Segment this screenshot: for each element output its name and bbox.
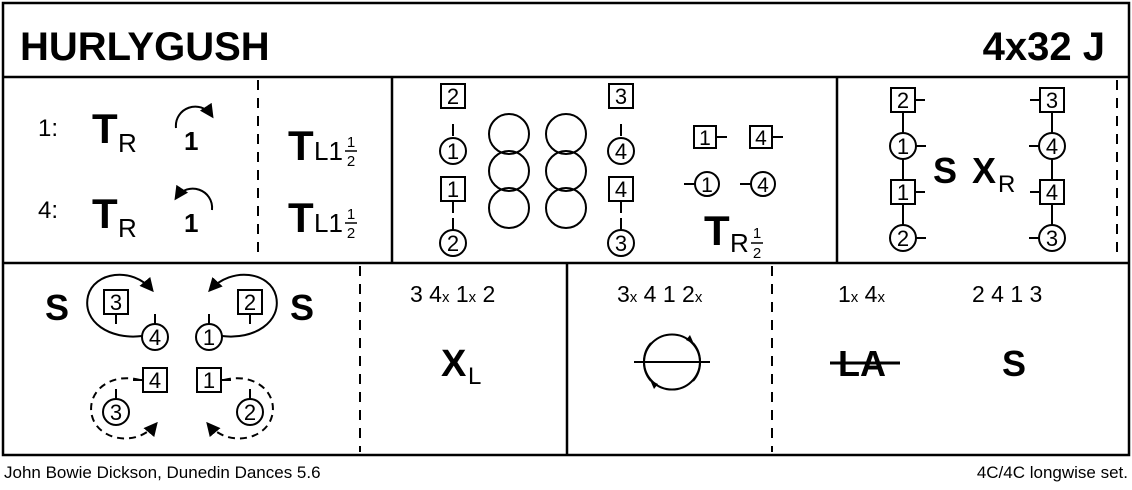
dancer-circle-label: 2 [447, 231, 459, 256]
cast-arrow-anticlockwise [174, 184, 214, 211]
dancer-square [1039, 87, 1065, 113]
cross-label-sub: R [998, 171, 1015, 198]
turn-right-half-sub: R [730, 228, 749, 258]
turn-left-1: T [288, 122, 314, 169]
dancer-square [608, 83, 634, 109]
dancer-circle-label: 3 [1046, 226, 1058, 251]
couple-label-1: 1: [38, 115, 58, 142]
reel-loop [488, 150, 530, 192]
dancer-circle-label: 1 [701, 174, 713, 197]
dancer-circle-label: 2 [244, 400, 256, 425]
panel-circle: 3x 4 1 2x [617, 281, 710, 391]
circle-arrow-head [686, 335, 694, 344]
reel-loop [545, 187, 587, 229]
dancer-square-label: 2 [244, 290, 256, 315]
turn-right-1-sub: R [118, 128, 137, 158]
turn-right-half: T [704, 207, 730, 254]
dancer-circle-label: 3 [615, 231, 627, 256]
turn-left-1-sub: L1 [314, 136, 343, 166]
dancer-square-label: 4 [149, 368, 161, 393]
dancer-square [142, 367, 168, 393]
setting-label: S [933, 150, 957, 191]
panel-cross-left: 3 4x 1x 2 X L [410, 281, 495, 390]
panel-bars-1-8: 1: 4: T R T R 1 1 T L1 1 2 T L1 1 2 [38, 80, 357, 260]
dancer-circle [607, 137, 635, 165]
dancer-circle-label: 3 [110, 400, 122, 425]
dancer-square-label: 3 [615, 84, 627, 109]
dancer-circle-label: 2 [897, 226, 909, 251]
cast-number-4: 1 [184, 208, 198, 238]
dance-form: 4x32 J [983, 25, 1105, 69]
cross-left-label: X [441, 343, 467, 385]
dance-title: HURLYGUSH [20, 25, 270, 69]
cast-number-1: 1 [184, 126, 198, 156]
order-text-b: 2 4 1 3 [972, 281, 1042, 307]
dance-diagram-card: HURLYGUSH 4x32 J 1: 4: T R T R 1 1 T L1 … [1, 1, 1131, 457]
turn-right-1: T [92, 105, 118, 152]
dancer-square-label: 3 [1046, 88, 1058, 113]
circle-arc-bottom [643, 333, 701, 382]
dancer-circle-label: 4 [149, 325, 161, 350]
dancer-square-label: 1 [897, 180, 909, 205]
reel-loop [545, 113, 587, 155]
dancer-square-label: 3 [110, 290, 122, 315]
dancer-square-label: 2 [447, 84, 459, 109]
fraction-den: 2 [753, 245, 761, 262]
dancer-square-label: 1 [699, 127, 711, 150]
cross-label: X [972, 150, 996, 191]
turn-right-4: T [92, 190, 118, 237]
dancer-square-label: 4 [1046, 180, 1058, 205]
order-text: 3x 4 1 2x [617, 281, 703, 307]
panel-bars-25-32: S S 3 4 1 2 4 1 3 2 [45, 273, 314, 440]
fraction-den-b: 2 [347, 225, 355, 242]
panel-bars-9-16: 2 1 1 2 3 4 4 3 1 4 1 [439, 83, 783, 262]
panel-lead-set: 1x 4x 2 4 1 3 LA S [830, 281, 1042, 384]
panel-bars-17-24: 2 1 1 2 3 4 4 3 S X R [889, 80, 1118, 260]
dancer-square-label: 4 [755, 127, 767, 150]
reel-loop [545, 150, 587, 192]
dancer-circle-label: 1 [447, 139, 459, 164]
turn-right-4-sub: R [118, 213, 137, 243]
reel-loop [488, 113, 530, 155]
dancer-square [440, 83, 466, 109]
dancer-circle-label: 4 [1046, 134, 1058, 159]
order-text: 3 4x 1x 2 [410, 281, 495, 307]
turn-left-4-sub: L1 [314, 208, 343, 238]
dancer-square-label: 4 [615, 177, 627, 202]
setting-left: S [45, 287, 69, 328]
footer-set-info: 4C/4C longwise set. [976, 463, 1128, 482]
fraction-num-a: 1 [347, 134, 355, 151]
dancer-circle-label: 4 [757, 174, 769, 197]
dancer-circle-label: 4 [615, 139, 627, 164]
solid-loop-right [208, 273, 278, 338]
cast-arrow-clockwise [174, 102, 214, 129]
turn-left-4: T [288, 194, 314, 241]
dancer-circle-label: 1 [897, 134, 909, 159]
dancer-circle [607, 229, 635, 257]
cross-left-sub: L [468, 363, 481, 390]
solid-loop-left [86, 273, 154, 338]
dancer-circle-label: 1 [203, 325, 215, 350]
setting-right: S [290, 287, 314, 328]
dancer-square-label: 1 [447, 177, 459, 202]
fraction-den-a: 2 [347, 153, 355, 170]
setting-label: S [1002, 343, 1026, 384]
footer-credit: John Bowie Dickson, Dunedin Dances 5.6 [4, 463, 321, 482]
dancer-square-label: 1 [203, 368, 215, 393]
dancer-square-label: 2 [897, 88, 909, 113]
couple-label-4: 4: [38, 197, 58, 224]
order-text-a: 1x 4x [838, 281, 885, 307]
dancer-circle [439, 137, 467, 165]
fraction-num-b: 1 [347, 206, 355, 223]
fraction-num: 1 [753, 225, 761, 242]
dashed-loop-left [90, 377, 158, 440]
circle-arrow-head [650, 380, 658, 389]
reel-loop [488, 187, 530, 229]
dancer-square [890, 179, 916, 205]
dashed-loop-right [206, 377, 274, 440]
